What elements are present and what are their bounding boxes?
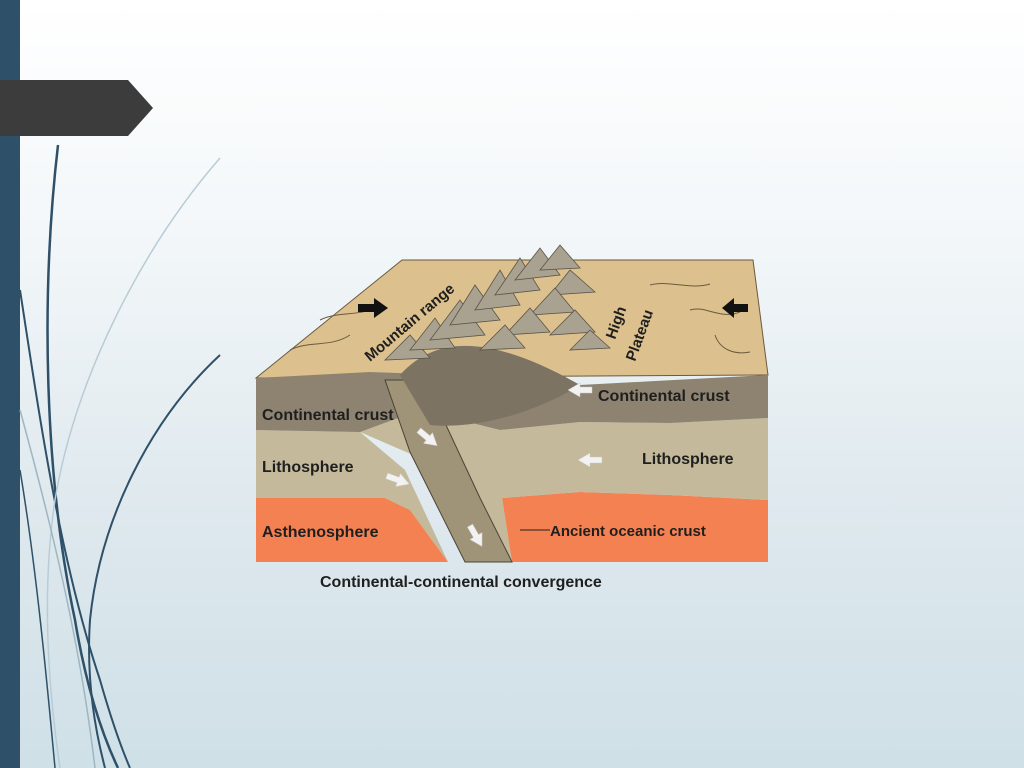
arrow-right-icon xyxy=(358,298,388,318)
arrow-left-icon xyxy=(722,298,748,318)
asthenosphere-layer-right xyxy=(502,492,768,562)
mountain-peaks xyxy=(383,244,611,361)
slide-accent-bar xyxy=(0,0,20,768)
label-continental-crust-right: Continental crust xyxy=(598,388,730,405)
convergence-block-diagram: Mountain range High Plateau Continental … xyxy=(254,244,769,591)
motion-arrows xyxy=(385,382,603,547)
slide-title-tab xyxy=(0,80,153,136)
decorative-swoosh-lines xyxy=(19,144,221,768)
surface-top xyxy=(254,259,769,379)
label-continental-crust-left: Continental crust xyxy=(262,407,394,424)
lithosphere-layer-left xyxy=(256,430,448,562)
surface-cracks xyxy=(289,283,751,354)
label-lithosphere-right: Lithosphere xyxy=(642,451,734,468)
label-ancient-oceanic-crust: Ancient oceanic crust xyxy=(550,523,706,540)
label-asthenosphere: Asthenosphere xyxy=(262,524,379,541)
crustal-root xyxy=(400,345,580,426)
label-lithosphere-left: Lithosphere xyxy=(262,459,354,476)
asthenosphere-layer xyxy=(256,498,448,562)
lithosphere-layer xyxy=(256,410,768,562)
diagram-caption: Continental-continental convergence xyxy=(320,574,602,591)
